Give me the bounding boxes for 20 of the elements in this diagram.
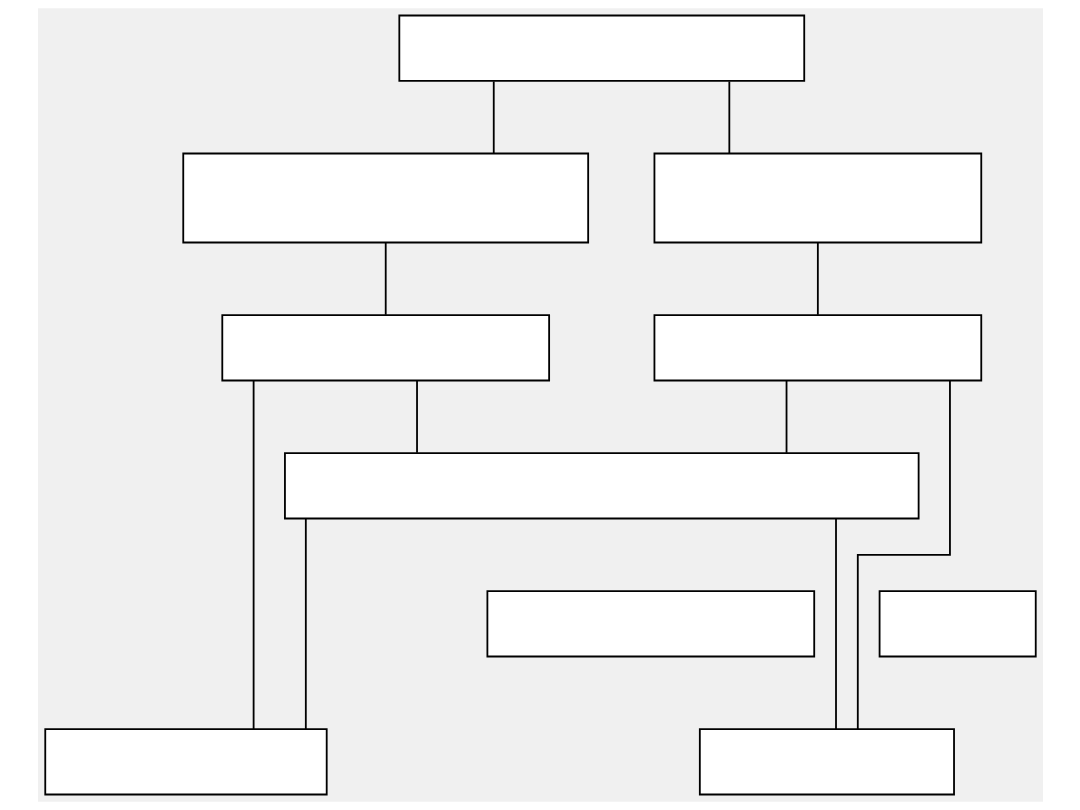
connector (252, 380, 255, 730)
connector (492, 80, 495, 155)
connector (415, 379, 418, 454)
connector (834, 517, 837, 730)
node-box (181, 152, 589, 244)
node-box (220, 314, 550, 382)
connector (304, 517, 307, 730)
node-box (653, 152, 982, 244)
connector (384, 242, 387, 316)
node-box (878, 590, 1037, 658)
node-box (485, 590, 815, 658)
node-box (653, 314, 982, 382)
node-box (283, 452, 920, 520)
node-box (698, 728, 955, 796)
node-box (397, 14, 805, 82)
connector (785, 379, 787, 454)
connector (727, 80, 730, 155)
connector (856, 379, 951, 730)
node-box (43, 728, 328, 796)
connector (816, 242, 819, 316)
